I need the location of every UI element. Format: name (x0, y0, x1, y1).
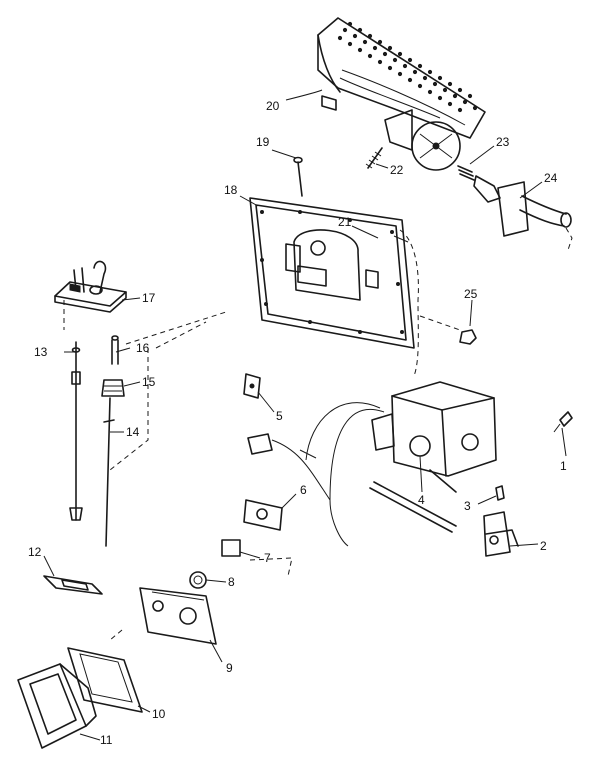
part-8-grommet (189, 571, 207, 589)
part-3-spring (495, 485, 505, 501)
part-7-label (221, 539, 241, 557)
leader-lines (43, 89, 567, 741)
part-23-fitting (457, 165, 475, 181)
callout-5: 5 (276, 409, 283, 423)
part-18-chamber-door (249, 197, 415, 349)
part-22-orifice (365, 147, 383, 169)
callout-2: 2 (540, 539, 547, 553)
callout-20: 20 (266, 99, 280, 113)
callout-10: 10 (152, 707, 166, 721)
part-15-fitting (101, 379, 125, 397)
callout-18: 18 (224, 183, 238, 197)
callout-7: 7 (264, 551, 271, 565)
callout-8: 8 (228, 575, 235, 589)
callout-13: 13 (34, 345, 48, 359)
part-1-screw (553, 411, 573, 433)
part-13-thermocouple (69, 341, 83, 521)
callout-22: 22 (390, 163, 404, 177)
callout-16: 16 (136, 341, 150, 355)
part-4-gas-valve (247, 381, 497, 547)
part-21-gasket (393, 229, 419, 377)
callout-labels: 1 2 3 4 5 6 7 8 9 10 11 12 13 14 15 16 1… (28, 99, 567, 747)
assembly-lines (63, 300, 461, 641)
part-16-pilot-orifice (111, 335, 119, 365)
callout-1: 1 (560, 459, 567, 473)
callout-23: 23 (496, 135, 510, 149)
part-10-gasket (67, 647, 143, 713)
callout-9: 9 (226, 661, 233, 675)
part-5-bracket (243, 373, 261, 399)
callout-15: 15 (142, 375, 156, 389)
part-9-door (139, 587, 217, 645)
callout-3: 3 (464, 499, 471, 513)
callout-25: 25 (464, 287, 478, 301)
part-14-pilot-tube (103, 397, 115, 547)
part-17-pilot-assembly (54, 260, 127, 313)
callout-17: 17 (142, 291, 156, 305)
part-25-nut (459, 329, 477, 345)
part-24-manifold (473, 175, 573, 251)
callout-21: 21 (338, 215, 352, 229)
part-20-burner (317, 17, 486, 171)
callout-19: 19 (256, 135, 270, 149)
part-12-plate (43, 575, 103, 595)
callout-12: 12 (28, 545, 42, 559)
callout-24: 24 (544, 171, 558, 185)
callout-6: 6 (300, 483, 307, 497)
callout-4: 4 (418, 493, 425, 507)
callout-14: 14 (126, 425, 140, 439)
part-2-bracket (483, 511, 519, 557)
part-19-screw (293, 156, 303, 197)
part-6-cover (243, 499, 283, 531)
callout-11: 11 (100, 733, 113, 747)
